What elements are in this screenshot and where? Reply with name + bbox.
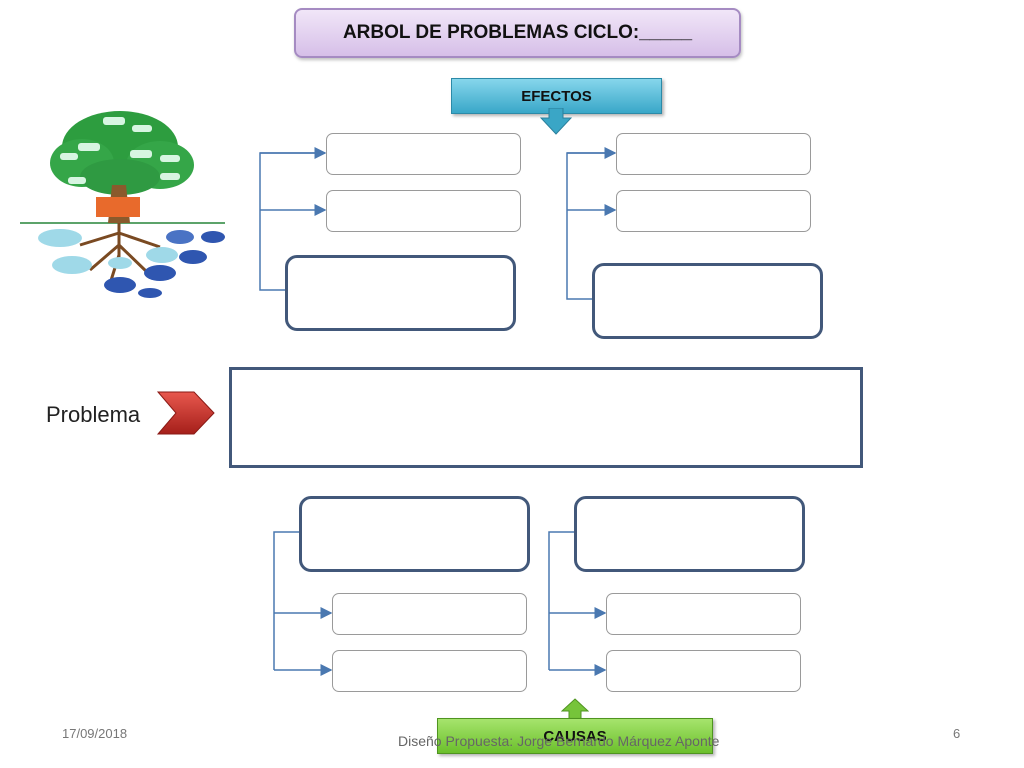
effect-box-left-2[interactable] bbox=[326, 190, 521, 232]
cause-box-left-1[interactable] bbox=[332, 593, 527, 635]
cause-box-right-1[interactable] bbox=[606, 593, 801, 635]
diagram-title: ARBOL DE PROBLEMAS CICLO:_____ bbox=[294, 8, 741, 58]
causas-header: CAUSAS bbox=[437, 718, 713, 754]
effect-main-box-left[interactable] bbox=[285, 255, 516, 331]
footer-date: 17/09/2018 bbox=[62, 726, 128, 741]
effect-box-left-1[interactable] bbox=[326, 133, 521, 175]
red-chevron-arrow-icon bbox=[156, 391, 215, 435]
footer-page-number: 6 bbox=[953, 726, 961, 741]
problema-label: Problema bbox=[46, 402, 141, 427]
effect-box-right-2[interactable] bbox=[616, 190, 811, 232]
effect-main-box-right[interactable] bbox=[592, 263, 823, 339]
footer-credit: Diseño Propuesta: Jorge Bernardo Márquez… bbox=[398, 733, 720, 749]
effect-box-right-1[interactable] bbox=[616, 133, 811, 175]
cause-main-box-left[interactable] bbox=[299, 496, 530, 572]
cause-main-box-right[interactable] bbox=[574, 496, 805, 572]
efectos-down-arrow-icon bbox=[540, 108, 572, 135]
cause-box-left-2[interactable] bbox=[332, 650, 527, 692]
problem-tree-illustration bbox=[20, 111, 225, 298]
cause-box-right-2[interactable] bbox=[606, 650, 801, 692]
problem-box[interactable] bbox=[229, 367, 863, 468]
